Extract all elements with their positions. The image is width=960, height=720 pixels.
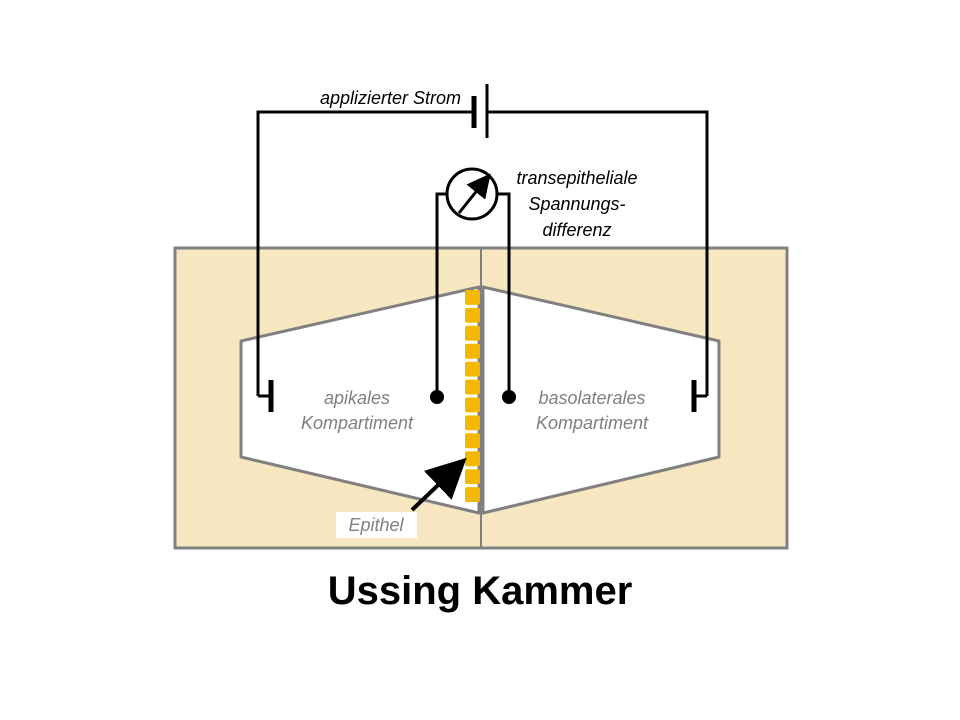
label-voltage-line2: Spannungs- (528, 194, 625, 214)
epithelial-cell (465, 415, 480, 431)
apical-compartment (239, 285, 481, 515)
label-voltage-line3: differenz (542, 220, 611, 240)
current-wire-right (487, 110, 709, 396)
epithelial-cell (465, 397, 480, 413)
epithelial-cell (465, 325, 480, 341)
epithel-label-box (336, 512, 417, 538)
battery-icon (471, 84, 489, 138)
voltage-wire-right (497, 192, 511, 397)
label-epithel: Epithel (348, 515, 404, 535)
current-wire-left (256, 110, 474, 396)
voltage-wire-left (435, 192, 447, 397)
voltage-electrode-left (430, 390, 444, 404)
label-basolateral-line1: basolaterales (538, 388, 645, 408)
current-electrode-left (258, 380, 274, 412)
epithelial-cell (465, 487, 480, 502)
voltmeter-icon (445, 167, 499, 221)
label-apical-line1: apikales (324, 388, 390, 408)
epithelial-cell (465, 290, 480, 305)
voltage-electrode-right (502, 390, 516, 404)
epithelium-layer (465, 290, 480, 502)
diagram-title: Ussing Kammer (328, 569, 633, 613)
epithelial-cell (465, 451, 480, 467)
epithelial-cell (465, 307, 480, 323)
label-voltage-line1: transepitheliale (516, 168, 637, 188)
basolateral-compartment (481, 285, 721, 515)
epithelial-cell (465, 433, 480, 449)
epithel-arrow (410, 457, 467, 512)
epithelial-cell (465, 361, 480, 377)
epithelial-cell (465, 379, 480, 395)
label-applied-current: applizierter Strom (320, 88, 461, 108)
current-electrode-right (691, 380, 707, 412)
label-basolateral-line2: Kompartiment (536, 413, 649, 433)
epithelial-cell (465, 469, 480, 485)
label-apical-line2: Kompartiment (301, 413, 414, 433)
epithelial-cell (465, 343, 480, 359)
